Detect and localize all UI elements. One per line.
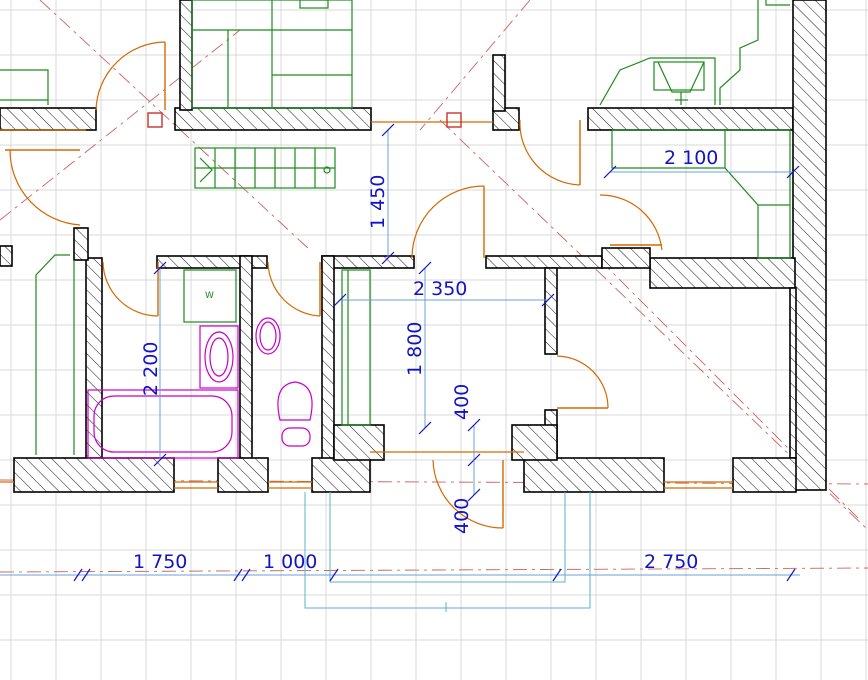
entrance-outline <box>304 492 591 612</box>
furniture: W <box>0 0 791 455</box>
dimension-label-1800: 1 800 <box>404 322 426 376</box>
sanitary-fixtures <box>87 317 313 459</box>
washing-machine-label: W <box>205 291 214 301</box>
columns <box>147 112 462 128</box>
dimension-label-2350: 2 350 <box>413 278 467 300</box>
dimension-label-2750: 2 750 <box>644 551 698 573</box>
dimension-lines <box>0 123 800 582</box>
dimension-labels: 1 450 2 200 1 800 400 400 2 100 2 350 1 … <box>133 147 718 573</box>
windows <box>0 121 733 489</box>
walls <box>0 0 827 493</box>
dimension-label-2100: 2 100 <box>664 147 718 169</box>
dimension-label-2200: 2 200 <box>140 342 162 396</box>
dimension-label-400-lower: 400 <box>451 498 473 534</box>
dimension-label-400-upper: 400 <box>451 384 473 420</box>
doors <box>5 41 663 529</box>
dimension-label-1450: 1 450 <box>367 175 389 229</box>
dimension-label-1000: 1 000 <box>263 551 317 573</box>
dimension-label-1750: 1 750 <box>133 551 187 573</box>
